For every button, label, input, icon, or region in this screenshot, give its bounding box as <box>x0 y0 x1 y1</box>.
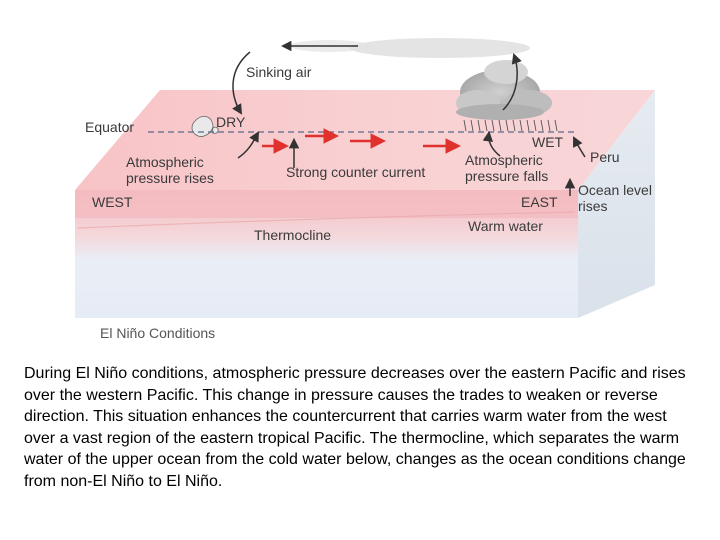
dry-label: DRY <box>216 114 246 130</box>
ocean-level-label-line2: rises <box>578 198 608 214</box>
counter-current-label: Strong counter current <box>286 164 425 180</box>
west-label: WEST <box>92 194 133 210</box>
east-label: EAST <box>521 194 558 210</box>
sinking-air-label: Sinking air <box>246 64 312 80</box>
ocean-block <box>75 90 655 318</box>
pressure-rises-label-line2: pressure rises <box>126 170 214 186</box>
pressure-falls-label-line2: pressure falls <box>465 168 548 184</box>
diagram-title: El Niño Conditions <box>100 325 215 341</box>
ocean-level-label-line1: Ocean level <box>578 182 652 198</box>
caption-text: During El Niño conditions, atmospheric p… <box>24 363 696 492</box>
warm-water-label: Warm water <box>468 218 543 234</box>
peru-label: Peru <box>590 149 620 165</box>
equator-label: Equator <box>85 119 134 135</box>
wet-label: WET <box>532 134 564 150</box>
pressure-falls-label-line1: Atmospheric <box>465 152 543 168</box>
pressure-rises-label-line1: Atmospheric <box>126 154 204 170</box>
el-nino-diagram: Sinking air Equator DRY WET Peru Atmosph… <box>0 0 720 360</box>
thermocline-label: Thermocline <box>254 227 331 243</box>
